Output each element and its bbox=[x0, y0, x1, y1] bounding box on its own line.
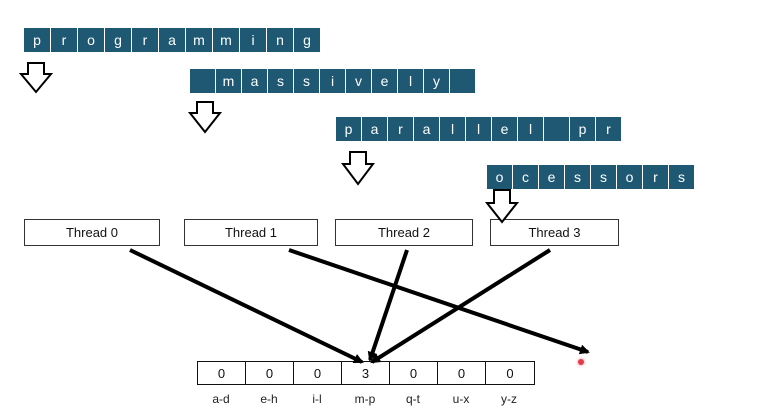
input-strip-4: o c e s s o r s bbox=[487, 165, 694, 189]
thread-3-arrow bbox=[370, 248, 552, 364]
strip-2-cell: l bbox=[398, 69, 424, 93]
strip-4-cell: s bbox=[591, 165, 617, 189]
strip-1-cell: n bbox=[267, 28, 294, 52]
input-strip-2: m a s s i v e l y bbox=[190, 69, 475, 93]
thread-2-arrow bbox=[367, 249, 409, 362]
strip-4-cell: c bbox=[513, 165, 539, 189]
strip-1-cell: g bbox=[294, 28, 320, 52]
bin-label: i-l bbox=[312, 392, 322, 406]
strip-3-cell: p bbox=[570, 117, 596, 141]
down-arrow-icon bbox=[341, 151, 375, 186]
strip-2-cell: a bbox=[242, 69, 268, 93]
bin-label: a-d bbox=[212, 392, 230, 406]
strip-3-cell: l bbox=[440, 117, 466, 141]
strip-3-cell: a bbox=[414, 117, 440, 141]
strip-1-cell: i bbox=[240, 28, 267, 52]
histogram-bin: 3 bbox=[342, 362, 390, 384]
strip-2-cell: s bbox=[268, 69, 294, 93]
down-arrow-icon bbox=[18, 62, 54, 94]
strip-3-cell: l bbox=[466, 117, 492, 141]
strip-4-cell: o bbox=[487, 165, 513, 189]
strip-2-cell: y bbox=[424, 69, 450, 93]
strip-1-cell: m bbox=[186, 28, 213, 52]
bin-label: e-h bbox=[260, 392, 278, 406]
strip-4-cell: e bbox=[539, 165, 565, 189]
strip-2-cell: s bbox=[294, 69, 320, 93]
histogram-bin: 0 bbox=[294, 362, 342, 384]
strip-4-cell: s bbox=[565, 165, 591, 189]
strip-2-cell bbox=[190, 69, 216, 93]
thread-box-3: Thread 3 bbox=[490, 219, 619, 246]
histogram-bin: 0 bbox=[438, 362, 486, 384]
thread-label: Thread 1 bbox=[224, 225, 278, 240]
thread-box-0: Thread 0 bbox=[24, 219, 160, 246]
input-strip-1: p r o g r a m m i n g bbox=[24, 28, 320, 52]
strip-3-cell: a bbox=[362, 117, 388, 141]
bin-label: u-x bbox=[452, 392, 470, 406]
histogram-labels: a-d e-h i-l m-p q-t u-x y-z bbox=[197, 392, 533, 406]
strip-3-cell bbox=[544, 117, 570, 141]
strip-1-cell: o bbox=[78, 28, 105, 52]
histogram-bin: 0 bbox=[390, 362, 438, 384]
strip-1-cell: g bbox=[105, 28, 132, 52]
bin-label: y-z bbox=[501, 392, 517, 406]
strip-2-cell: m bbox=[216, 69, 242, 93]
thread-label: Thread 2 bbox=[377, 225, 431, 240]
histogram-bin: 0 bbox=[506, 365, 514, 381]
histogram-bin: 0 bbox=[198, 362, 246, 384]
histogram-bin: 0 bbox=[246, 362, 294, 384]
thread-label: Thread 0 bbox=[65, 225, 119, 240]
strip-4-cell: r bbox=[643, 165, 669, 189]
strip-1-cell: p bbox=[24, 28, 51, 52]
histogram-bins: 0 0 0 3 0 0 0 bbox=[197, 361, 535, 385]
thread-0-arrow bbox=[129, 248, 364, 364]
input-strip-3: p a r a l l e l p r bbox=[336, 117, 621, 141]
thread-1-arrow bbox=[288, 248, 590, 355]
thread-box-2: Thread 2 bbox=[335, 219, 473, 246]
strip-2-cell bbox=[450, 69, 475, 93]
bin-label: m-p bbox=[354, 392, 376, 406]
strip-3-cell: r bbox=[388, 117, 414, 141]
strip-1-cell: m bbox=[213, 28, 240, 52]
strip-2-cell: v bbox=[346, 69, 372, 93]
strip-3-cell: p bbox=[336, 117, 362, 141]
pointer-dot bbox=[578, 359, 584, 365]
strip-3-cell: r bbox=[596, 117, 621, 141]
strip-1-cell: r bbox=[132, 28, 159, 52]
strip-1-cell: r bbox=[51, 28, 78, 52]
bin-label: q-t bbox=[405, 392, 420, 406]
strip-2-cell: e bbox=[372, 69, 398, 93]
strip-4-cell: s bbox=[669, 165, 694, 189]
thread-box-1: Thread 1 bbox=[184, 219, 318, 246]
down-arrow-icon bbox=[187, 101, 223, 134]
strip-4-cell: o bbox=[617, 165, 643, 189]
down-arrow-icon bbox=[484, 189, 520, 224]
strip-3-cell: e bbox=[492, 117, 518, 141]
strip-1-cell: a bbox=[159, 28, 186, 52]
thread-label: Thread 3 bbox=[528, 225, 581, 240]
strip-2-cell: i bbox=[320, 69, 346, 93]
strip-3-cell: l bbox=[518, 117, 544, 141]
